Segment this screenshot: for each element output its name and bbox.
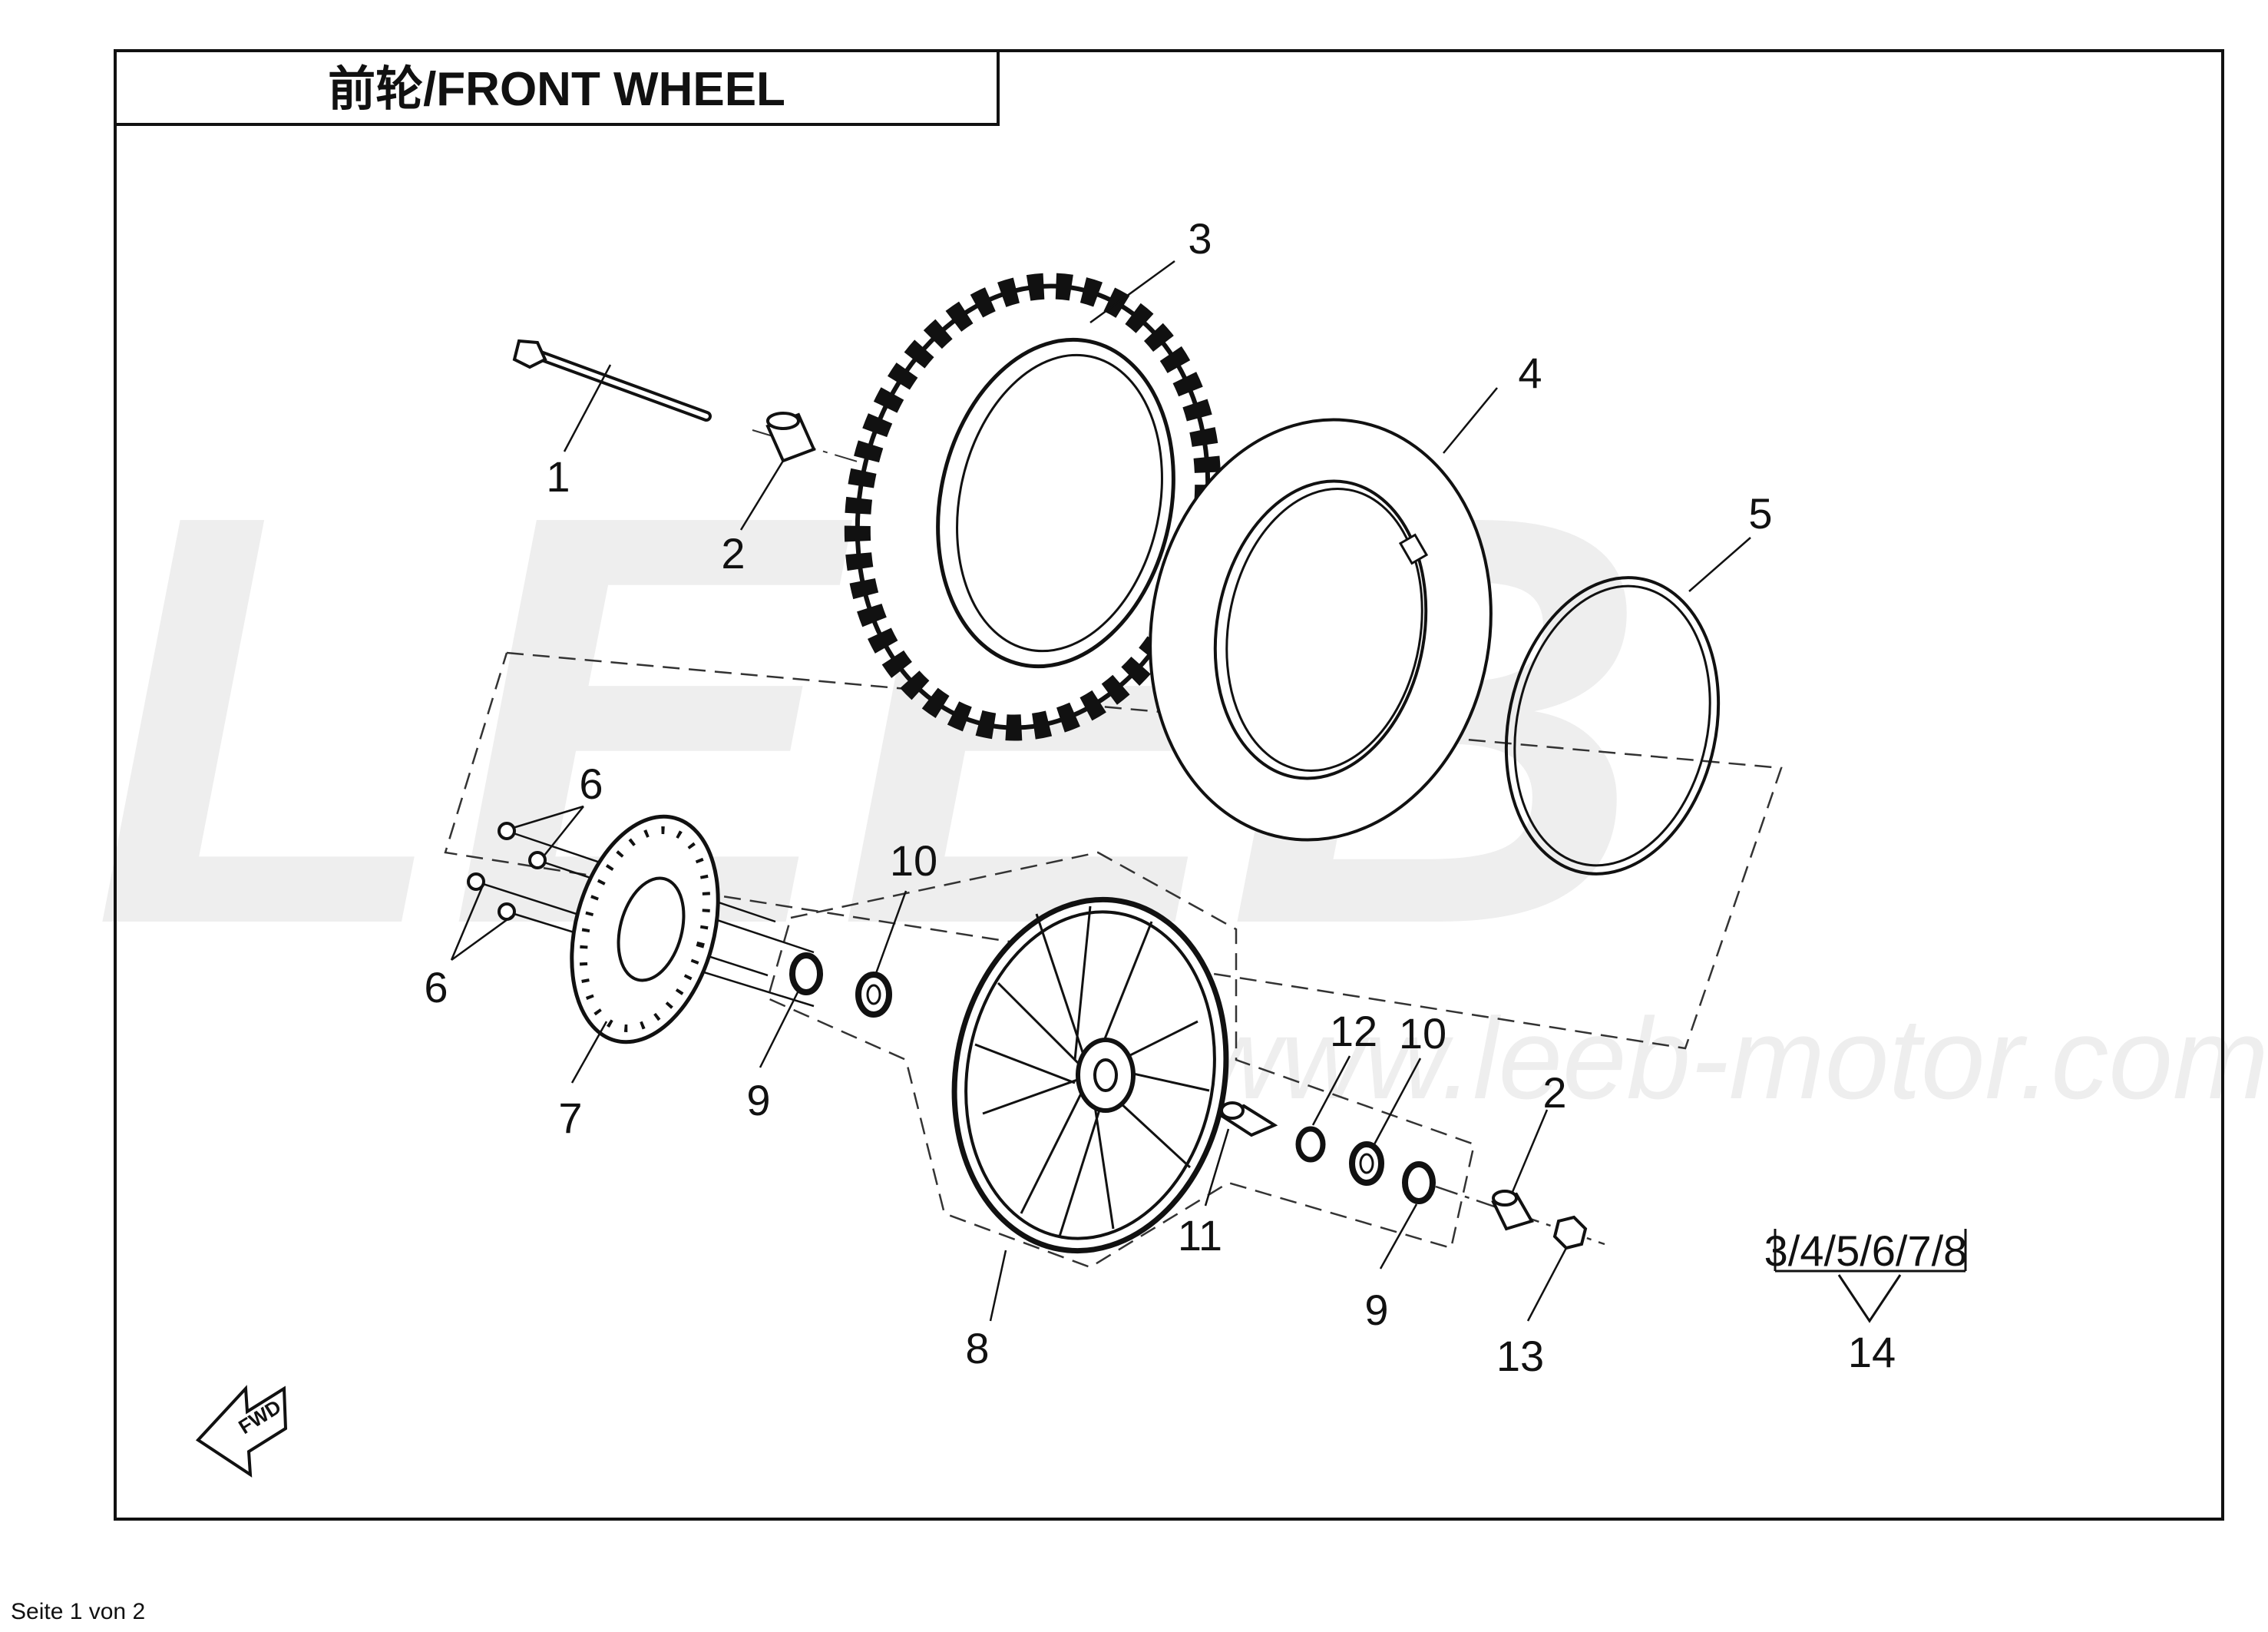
callout-tire: 3: [1188, 214, 1212, 263]
tire: [844, 273, 1222, 741]
callouts: 1 2 3 4 5 6 6 7 8 9 9 10 10 11 12 2 13: [424, 214, 1772, 1380]
axle-bolt: [512, 339, 712, 422]
callout-collar: 12: [1330, 1007, 1377, 1055]
hub-spacer: [1217, 1101, 1278, 1137]
callout-hub-spacer: 11: [1178, 1211, 1222, 1260]
assembly-outline: [444, 651, 1783, 1050]
callout-bearing-left: 10: [890, 836, 937, 885]
page-footer: Seite 1 von 2: [11, 1599, 146, 1624]
callout-bearing-right: 10: [1399, 1009, 1446, 1058]
kit-label: 3/4/5/6/7/8: [1764, 1226, 1968, 1275]
callout-spacer-right: 2: [1542, 1068, 1566, 1117]
callout-axle-nut: 13: [1496, 1332, 1544, 1380]
callout-seal-left: 9: [746, 1076, 770, 1124]
collar-washer: [1295, 1126, 1326, 1163]
callout-brake-disc: 7: [558, 1094, 582, 1142]
spacer-left: [765, 412, 816, 463]
spacer-right: [1491, 1190, 1534, 1231]
rim-strip: [1504, 576, 1721, 876]
spoked-wheel: [951, 896, 1229, 1254]
diagram-frame: [114, 49, 2224, 1521]
callout-bolts-upper: 6: [579, 760, 603, 808]
bearing-left: [855, 972, 892, 1018]
hub-outline: [766, 851, 1476, 1269]
kit-callout: 3/4/5/6/7/8 14: [1764, 1226, 1968, 1376]
callout-axle: 1: [546, 452, 570, 501]
callout-bolts-lower: 6: [424, 963, 448, 1011]
brake-disc: [570, 814, 720, 1044]
oil-seal-left: [789, 952, 823, 995]
oil-seal-right: [1402, 1161, 1436, 1204]
axle-nut: [1552, 1215, 1588, 1250]
callout-seal-right: 9: [1364, 1286, 1388, 1334]
callout-wheel: 8: [965, 1324, 989, 1372]
page-title: 前轮/FRONT WHEEL: [328, 63, 785, 116]
callout-inner-tube: 4: [1518, 349, 1542, 397]
inner-tube: [1149, 418, 1493, 842]
callout-spacer-left: 2: [721, 529, 745, 578]
title-box: [114, 49, 1000, 126]
watermark-url: www.leeb-motor.com: [1198, 994, 2268, 1123]
bearing-right: [1349, 1141, 1384, 1186]
fwd-arrow-icon: FWD: [195, 1385, 288, 1478]
leader-lines: [450, 260, 1751, 1322]
kit-part-number: 14: [1848, 1328, 1896, 1376]
callout-rim-strip: 5: [1748, 489, 1772, 538]
